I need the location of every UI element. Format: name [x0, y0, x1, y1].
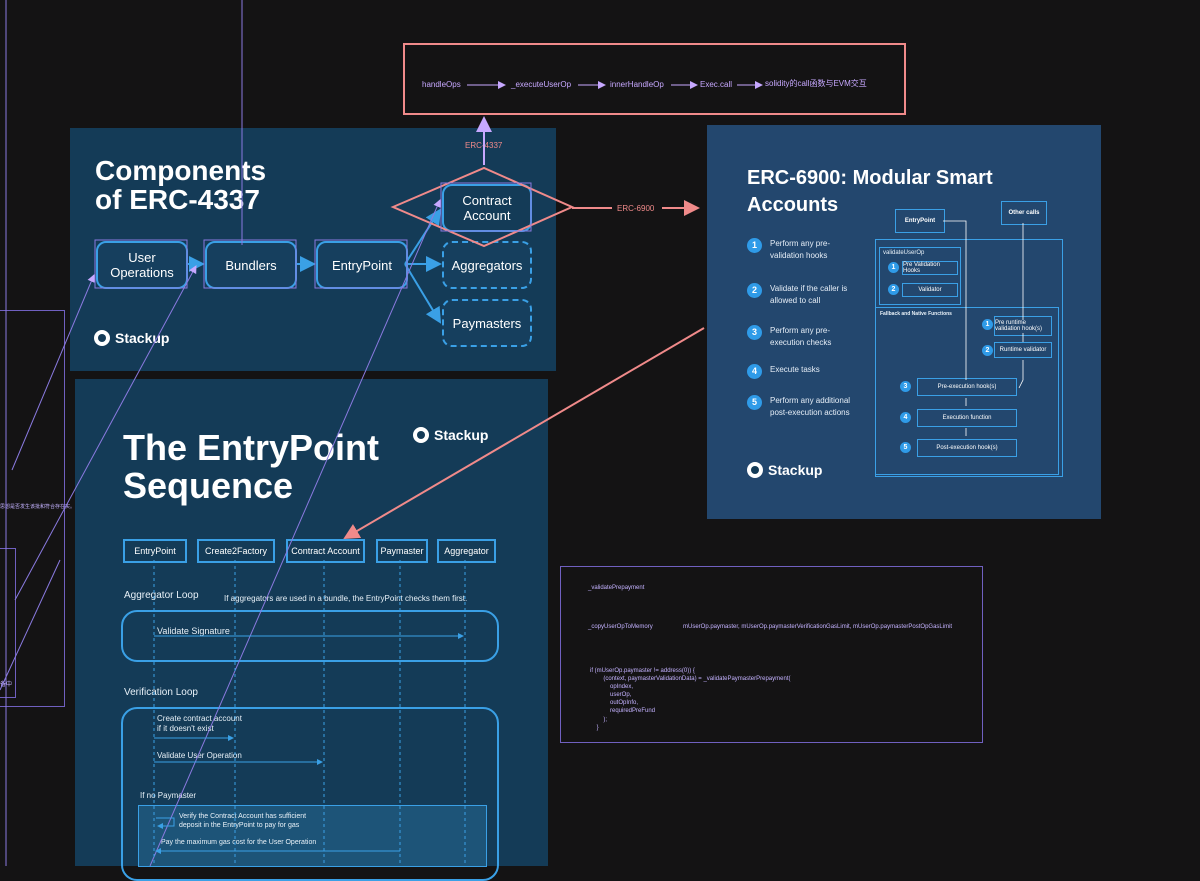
d-validate-userop: validateUserOp	[883, 250, 925, 256]
chain-innerhandleop: innerHandleOp	[610, 80, 664, 89]
node-user-operations[interactable]: User Operations	[96, 241, 188, 289]
node-paymasters[interactable]: Paymasters	[442, 299, 532, 347]
if-no-paymaster-label: If no Paymaster	[140, 791, 197, 800]
code-copy-fields: mUserOp.paymaster, mUserOp.paymasterVeri…	[683, 624, 953, 630]
entrypoint-sequence-card: The EntryPoint Sequence Stackup EntryPoi…	[75, 379, 548, 881]
d-runtime-validator: Runtime validator	[994, 342, 1052, 358]
d-num-2: 2	[888, 284, 899, 295]
erc4337-components-card: Components of ERC-4337 User Operations B…	[70, 128, 556, 371]
erc6900-title: ERC-6900: Modular Smart Accounts	[747, 167, 993, 216]
code-validate-prepayment: _validatePrepayment	[588, 585, 645, 591]
left-inner-fragment	[0, 548, 16, 698]
node-aggregators[interactable]: Aggregators	[442, 241, 532, 289]
d-execution-function: Execution function	[917, 409, 1017, 427]
d-num-rt-2: 2	[982, 345, 993, 356]
sequence-title: The EntryPoint Sequence	[123, 427, 380, 506]
lane-paymaster: Paymaster	[376, 539, 428, 563]
d-entrypoint: EntryPoint	[895, 209, 945, 233]
stackup-icon	[747, 462, 763, 478]
verify-deposit-label: Verify the Contract Account has sufficie…	[179, 813, 307, 830]
stackup-logo-3: Stackup	[747, 462, 822, 478]
call-chain-box	[403, 43, 906, 115]
d-num-rt-1: 1	[982, 319, 993, 330]
d-pre-validation-hooks: Pre Validation Hooks	[902, 261, 958, 275]
stackup-logo-2: Stackup	[413, 427, 488, 443]
chain-execute-userop: _executeUserOp	[511, 80, 572, 89]
d-post-execution-hooks: Post-execution hook(s)	[917, 439, 1017, 457]
aggregator-note: If aggregators are used in a bundle, the…	[224, 594, 468, 603]
d-pre-execution-hooks: Pre-execution hook(s)	[917, 378, 1017, 396]
d-num-5: 5	[900, 442, 911, 453]
lane-contract-account: Contract Account	[286, 539, 365, 563]
verification-loop-label: Verification Loop	[124, 687, 198, 698]
d-pre-runtime-hooks: Pre runtime validation hook(s)	[994, 316, 1052, 336]
d-num-1: 1	[888, 262, 899, 273]
d-num-3: 3	[900, 381, 911, 392]
cn-text-mid: 备中	[0, 682, 13, 688]
validate-signature-label: Validate Signature	[157, 626, 230, 636]
d-fallback-box	[875, 307, 1059, 475]
chain-handleops: handleOps	[422, 80, 461, 89]
node-bundlers[interactable]: Bundlers	[205, 241, 297, 289]
d-fallback-title: Fallback and Native Functions	[880, 311, 952, 317]
node-entrypoint[interactable]: EntryPoint	[316, 241, 408, 289]
code-copy-userop: _copyUserOpToMemory	[588, 624, 653, 630]
stackup-icon	[94, 330, 110, 346]
cn-text-left: 思想是否发生该批和符合存在实。	[0, 504, 76, 510]
create-contract-label: Create contract account if it doesn't ex…	[157, 714, 242, 734]
lane-create2factory: Create2Factory	[197, 539, 275, 563]
code-box	[560, 566, 983, 743]
pay-max-gas-label: Pay the maximum gas cost for the User Op…	[161, 839, 317, 846]
d-num-4: 4	[900, 412, 911, 423]
edge-label-erc6900: ERC-6900	[617, 204, 655, 213]
d-other-calls: Other calls	[1001, 201, 1047, 225]
stackup-logo-1: Stackup	[94, 330, 169, 346]
aggregator-loop-box	[121, 610, 499, 662]
chain-evm: solidity的call函数与EVM交互	[765, 79, 867, 88]
components-title: Components of ERC-4337	[95, 155, 267, 216]
lane-entrypoint: EntryPoint	[123, 539, 187, 563]
chain-exec-call: Exec.call	[700, 80, 733, 89]
aggregator-loop-label: Aggregator Loop	[124, 590, 199, 601]
validate-userop-label: Validate User Operation	[157, 751, 242, 760]
code-snippet: if (mUserOp.paymaster != address(0)) { (…	[590, 668, 791, 731]
d-validator: Validator	[902, 283, 958, 297]
node-contract-account[interactable]: Contract Account	[442, 184, 532, 232]
stackup-icon	[413, 427, 429, 443]
lane-aggregator: Aggregator	[437, 539, 496, 563]
edge-label-erc4337: ERC-4337	[465, 141, 503, 150]
